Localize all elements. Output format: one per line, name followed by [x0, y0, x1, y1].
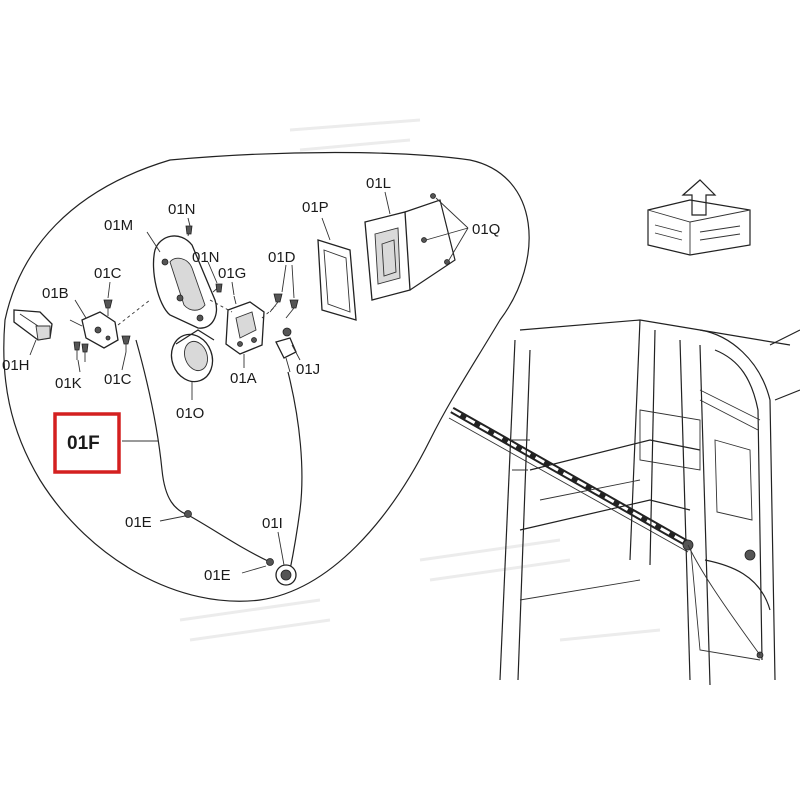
highlight-box	[53, 412, 121, 474]
orientation-icon	[647, 179, 751, 256]
part-ring	[170, 329, 215, 383]
part-connector	[275, 327, 297, 373]
leader-lines	[29, 191, 469, 574]
leader-band	[448, 406, 692, 553]
label-01j: 01J	[296, 361, 320, 378]
label-01k: 01K	[55, 375, 82, 392]
label-01n-mid: 01N	[192, 249, 220, 266]
label-01e-bottom: 01E	[204, 567, 231, 584]
label-01b: 01B	[42, 285, 69, 302]
part-lock-bracket	[69, 311, 119, 349]
label-01o: 01O	[176, 405, 204, 422]
part-gasket	[317, 239, 357, 321]
label-01e-top: 01E	[125, 514, 152, 531]
part-bolts	[269, 293, 299, 319]
label-01p: 01P	[302, 199, 329, 216]
part-cables	[135, 339, 303, 586]
part-cover	[364, 193, 456, 301]
part-latch	[225, 295, 265, 355]
part-screws	[73, 299, 131, 362]
label-01h: 01H	[2, 357, 30, 374]
label-01g: 01G	[218, 265, 246, 282]
assembly-lines	[117, 299, 277, 326]
label-01a: 01A	[230, 370, 257, 387]
part-bolts-n	[185, 225, 223, 293]
label-01q: 01Q	[472, 221, 500, 238]
watermark	[179, 118, 661, 642]
label-01i: 01I	[262, 515, 283, 532]
label-01c-top: 01C	[94, 265, 122, 282]
label-01n-top: 01N	[168, 201, 196, 218]
callout-bubble	[3, 151, 530, 602]
label-01c-bottom: 01C	[104, 371, 132, 388]
cab-frame	[499, 319, 800, 686]
label-01d: 01D	[268, 249, 296, 266]
part-handle	[13, 309, 53, 341]
label-01m: 01M	[104, 217, 133, 234]
label-01l: 01L	[366, 175, 391, 192]
part-plate	[152, 227, 221, 329]
label-01f: 01F	[67, 433, 100, 454]
